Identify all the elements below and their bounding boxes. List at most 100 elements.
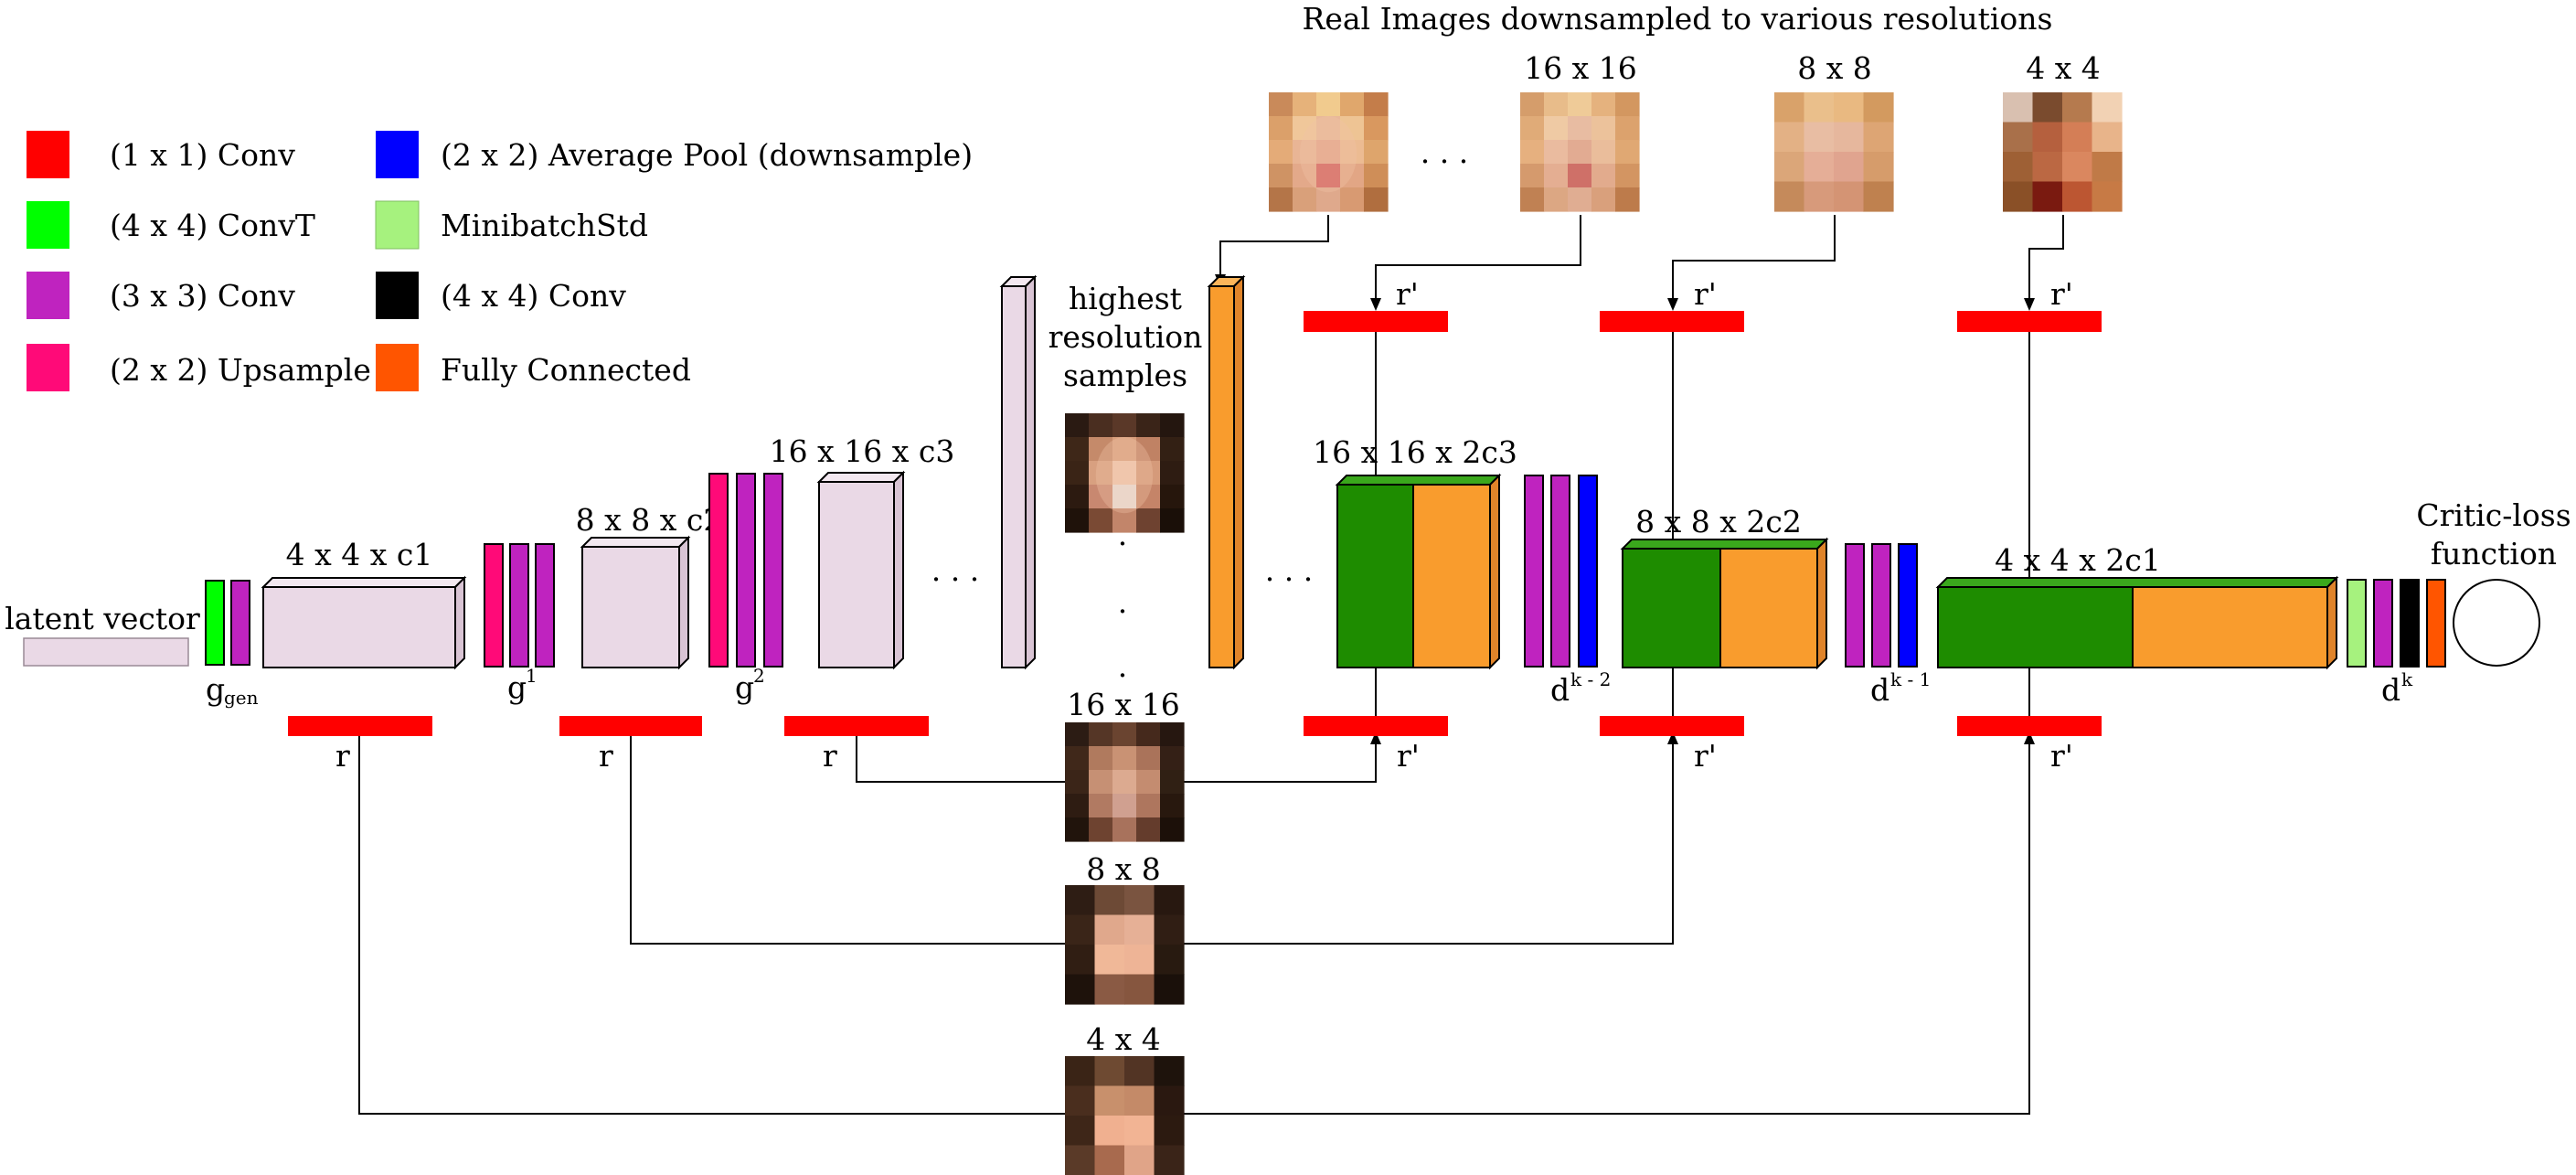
critic-block-4x4-label: 4 x 4 x 2c1 [1995,542,2161,578]
gen-block-4x4 [261,575,467,670]
face-pixel [1364,187,1389,212]
gen-block-4x4-label: 4 x 4 x c1 [286,537,433,572]
face-pixel [1065,794,1090,818]
arrow-real-8 [1667,298,1678,311]
face-pixel [2003,181,2034,212]
face-pixel [1269,140,1293,165]
face-pixel [1136,746,1161,771]
face-pixel [1520,92,1545,117]
face-pixel [1316,92,1341,117]
dk-sup: k [2401,668,2413,690]
face-pixel [1089,722,1113,747]
critic-rp-bottom1 [1304,716,1448,736]
layer-conv3x3-g1b [535,543,555,668]
face-pixel [1094,1145,1125,1175]
face-pixel [1112,485,1137,509]
face-pixel [1154,1145,1185,1175]
sample-4-label: 4 x 4 [1086,1021,1161,1057]
face-pixel [1293,140,1317,165]
face-pixel [1863,122,1894,153]
legend-swatch-upsample [27,344,69,391]
face-pixel [1136,794,1161,818]
legend: (1 x 1) Conv (4 x 4) ConvT (3 x 3) Conv … [27,131,973,391]
face-pixel [1615,116,1640,141]
real-4-label: 4 x 4 [2026,50,2101,86]
face-pixel [1160,794,1185,818]
face-pixel [1340,140,1365,165]
face-pixel [1863,92,1894,123]
face-pixel [2092,152,2123,183]
face-pixel [1112,413,1137,438]
face-pixel [1863,181,1894,212]
face-pixel [1065,770,1090,795]
face-pixel [1293,164,1317,188]
gen-block-16x16-label: 16 x 16 x c3 [770,433,955,469]
face-pixel [1089,485,1113,509]
face-pixel [1112,746,1137,771]
face-pixel [2092,122,2123,153]
face-pixel [1293,187,1317,212]
face-pixel [1112,794,1137,818]
legend-label-upsample: (2 x 2) Upsample [110,352,371,388]
layer-conv3x3-g2a [736,473,756,668]
face-pixel [1112,508,1137,533]
face-pixel [1520,116,1545,141]
layer-avgpool-d2 [1898,543,1918,668]
critic-rp-bottom2-label: r' [1694,738,1717,774]
gen-block-8x8 [580,535,691,670]
face-pixel [1591,92,1616,117]
face-pixel [1065,1116,1096,1147]
face-pixel [1316,187,1341,212]
critic-rp-top3 [1957,311,2102,332]
wire-g3-16x16 [856,732,1065,783]
face-pixel [1804,92,1835,123]
vdot-2: · [1118,593,1128,629]
face-pixel [1520,187,1545,212]
face-pixel [1774,181,1805,212]
face-pixel [1293,92,1317,117]
face-pixel [1834,181,1865,212]
wire-g1-4x4 [358,732,1065,1115]
face-pixel [1863,152,1894,183]
real-16-label: 16 x 16 [1524,50,1637,86]
sample-8-label: 8 x 8 [1086,851,1161,887]
face-pixel [2032,122,2063,153]
real-face-highres [1269,92,1389,212]
g1-label: g [507,669,527,705]
legend-label-avgpool: (2 x 2) Average Pool (downsample) [441,137,973,173]
face-pixel [1154,1056,1185,1087]
wire-16x16-critic [1184,742,1377,783]
face-pixel [1094,885,1125,916]
face-pixel [1136,485,1161,509]
face-pixel [1160,722,1185,747]
face-pixel [1094,945,1125,976]
real-face-8 [1774,92,1894,212]
layer-conv4x4-final [2400,579,2420,668]
critic-rp-top2-label: r' [1694,276,1717,312]
layer-conv3x3-g1a [509,543,529,668]
face-pixel [1340,164,1365,188]
face-pixel [1089,794,1113,818]
arrow-real-4 [2024,298,2035,311]
face-pixel [1124,914,1155,945]
face-pixel [1544,92,1569,117]
gen-r1-conv [288,716,432,736]
face-pixel [1136,437,1161,462]
real-ellipsis: . . . [1421,134,1468,170]
face-pixel [2003,122,2034,153]
legend-label-conv3x3: (3 x 3) Conv [110,278,295,314]
vdot-1: · [1118,526,1128,561]
face-pixel [1124,945,1155,976]
face-pixel [1089,746,1113,771]
face-pixel [1364,92,1389,117]
face-pixel [1065,746,1090,771]
layer-conv3x3-d1b [1550,475,1570,668]
dk1-label: d [1870,672,1889,708]
latent-vector-label: latent vector [5,601,200,636]
face-pixel [1269,92,1293,117]
face-pixel [1136,413,1161,438]
layer-conv3x3-d1a [1524,475,1544,668]
sample-face-16 [1065,722,1185,842]
gen-r1-label: r [335,738,350,774]
face-pixel [1160,817,1185,842]
